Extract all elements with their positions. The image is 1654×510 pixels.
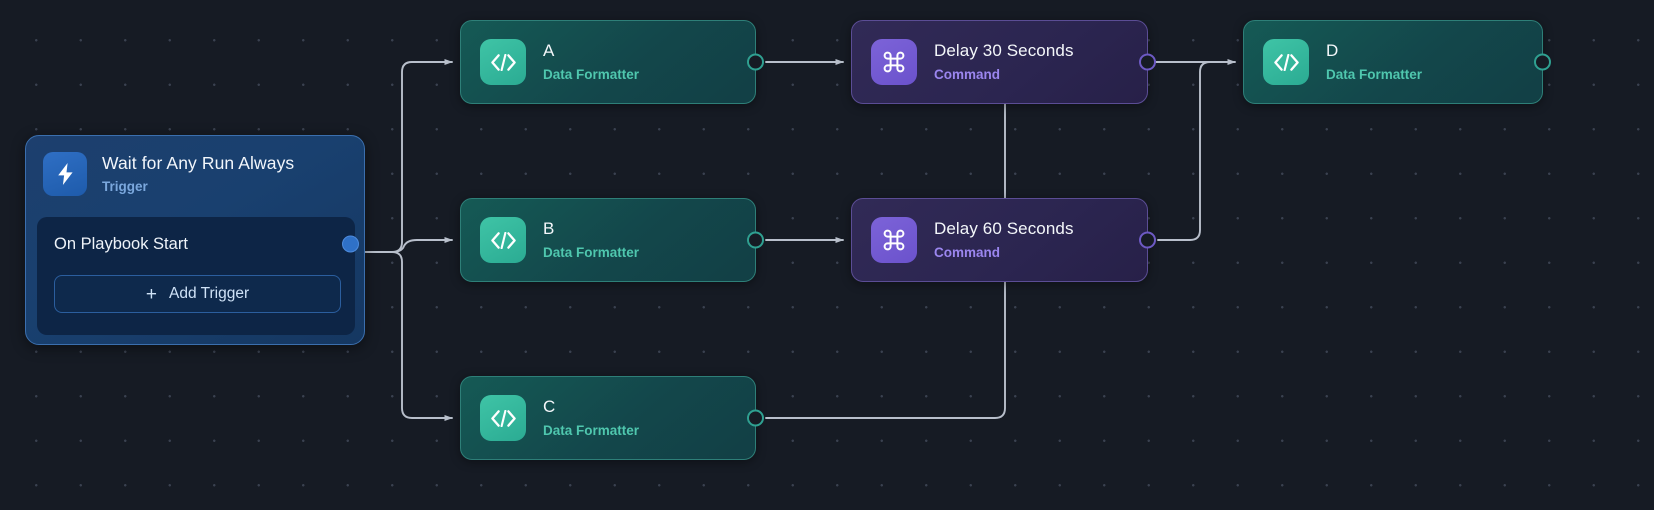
node-delay-60-subtitle: Command — [934, 244, 1001, 260]
trigger-header: Wait for Any Run Always Trigger — [26, 136, 364, 196]
node-delay-30-title: Delay 30 Seconds — [934, 40, 1074, 60]
trigger-node[interactable]: Wait for Any Run Always Trigger On Playb… — [25, 135, 365, 345]
node-delay-30-output-port[interactable] — [1139, 53, 1156, 71]
node-b-title: B — [543, 218, 555, 238]
node-a[interactable]: A Data Formatter — [460, 20, 764, 104]
node-d-subtitle: Data Formatter — [1326, 66, 1423, 82]
code-brackets-icon — [1263, 39, 1309, 85]
edge-delay60-d — [1157, 61, 1228, 241]
plus-icon: + — [145, 283, 157, 305]
node-delay-60-seconds[interactable]: Delay 60 Seconds Command — [851, 198, 1156, 282]
node-c-subtitle: Data Formatter — [543, 422, 640, 438]
node-a-title: A — [543, 40, 555, 60]
add-trigger-button[interactable]: + Add Trigger — [54, 275, 341, 313]
trigger-row-label: On Playbook Start — [54, 234, 188, 253]
trigger-body: On Playbook Start + Add Trigger — [37, 217, 359, 335]
node-a-subtitle: Data Formatter — [543, 66, 640, 82]
node-d-output-port[interactable] — [1534, 53, 1551, 71]
node-b[interactable]: B Data Formatter — [460, 198, 764, 282]
lightning-bolt-icon — [43, 152, 87, 196]
add-trigger-label: Add Trigger — [168, 285, 250, 302]
node-c-output-port[interactable] — [747, 409, 764, 427]
node-c[interactable]: C Data Formatter — [460, 376, 764, 460]
node-delay-60-title: Delay 60 Seconds — [934, 218, 1074, 238]
node-delay-60-output-port[interactable] — [1139, 231, 1156, 249]
node-c-title: C — [543, 396, 556, 416]
code-brackets-icon — [480, 395, 526, 441]
code-brackets-icon — [480, 39, 526, 85]
trigger-row-on-playbook-start[interactable]: On Playbook Start — [37, 217, 359, 271]
node-delay-30-seconds[interactable]: Delay 30 Seconds Command — [851, 20, 1156, 104]
command-key-icon — [871, 217, 917, 263]
node-d-title: D — [1326, 40, 1339, 60]
node-b-output-port[interactable] — [747, 231, 764, 249]
trigger-title: Wait for Any Run Always — [102, 152, 295, 173]
node-d[interactable]: D Data Formatter — [1243, 20, 1551, 104]
code-brackets-icon — [480, 217, 526, 263]
node-a-output-port[interactable] — [747, 53, 764, 71]
edge-trigger-c — [335, 251, 453, 422]
command-key-icon — [871, 39, 917, 85]
trigger-subtitle: Trigger — [102, 178, 148, 194]
trigger-output-port[interactable] — [342, 235, 359, 253]
node-b-subtitle: Data Formatter — [543, 244, 640, 260]
node-delay-30-subtitle: Command — [934, 66, 1001, 82]
